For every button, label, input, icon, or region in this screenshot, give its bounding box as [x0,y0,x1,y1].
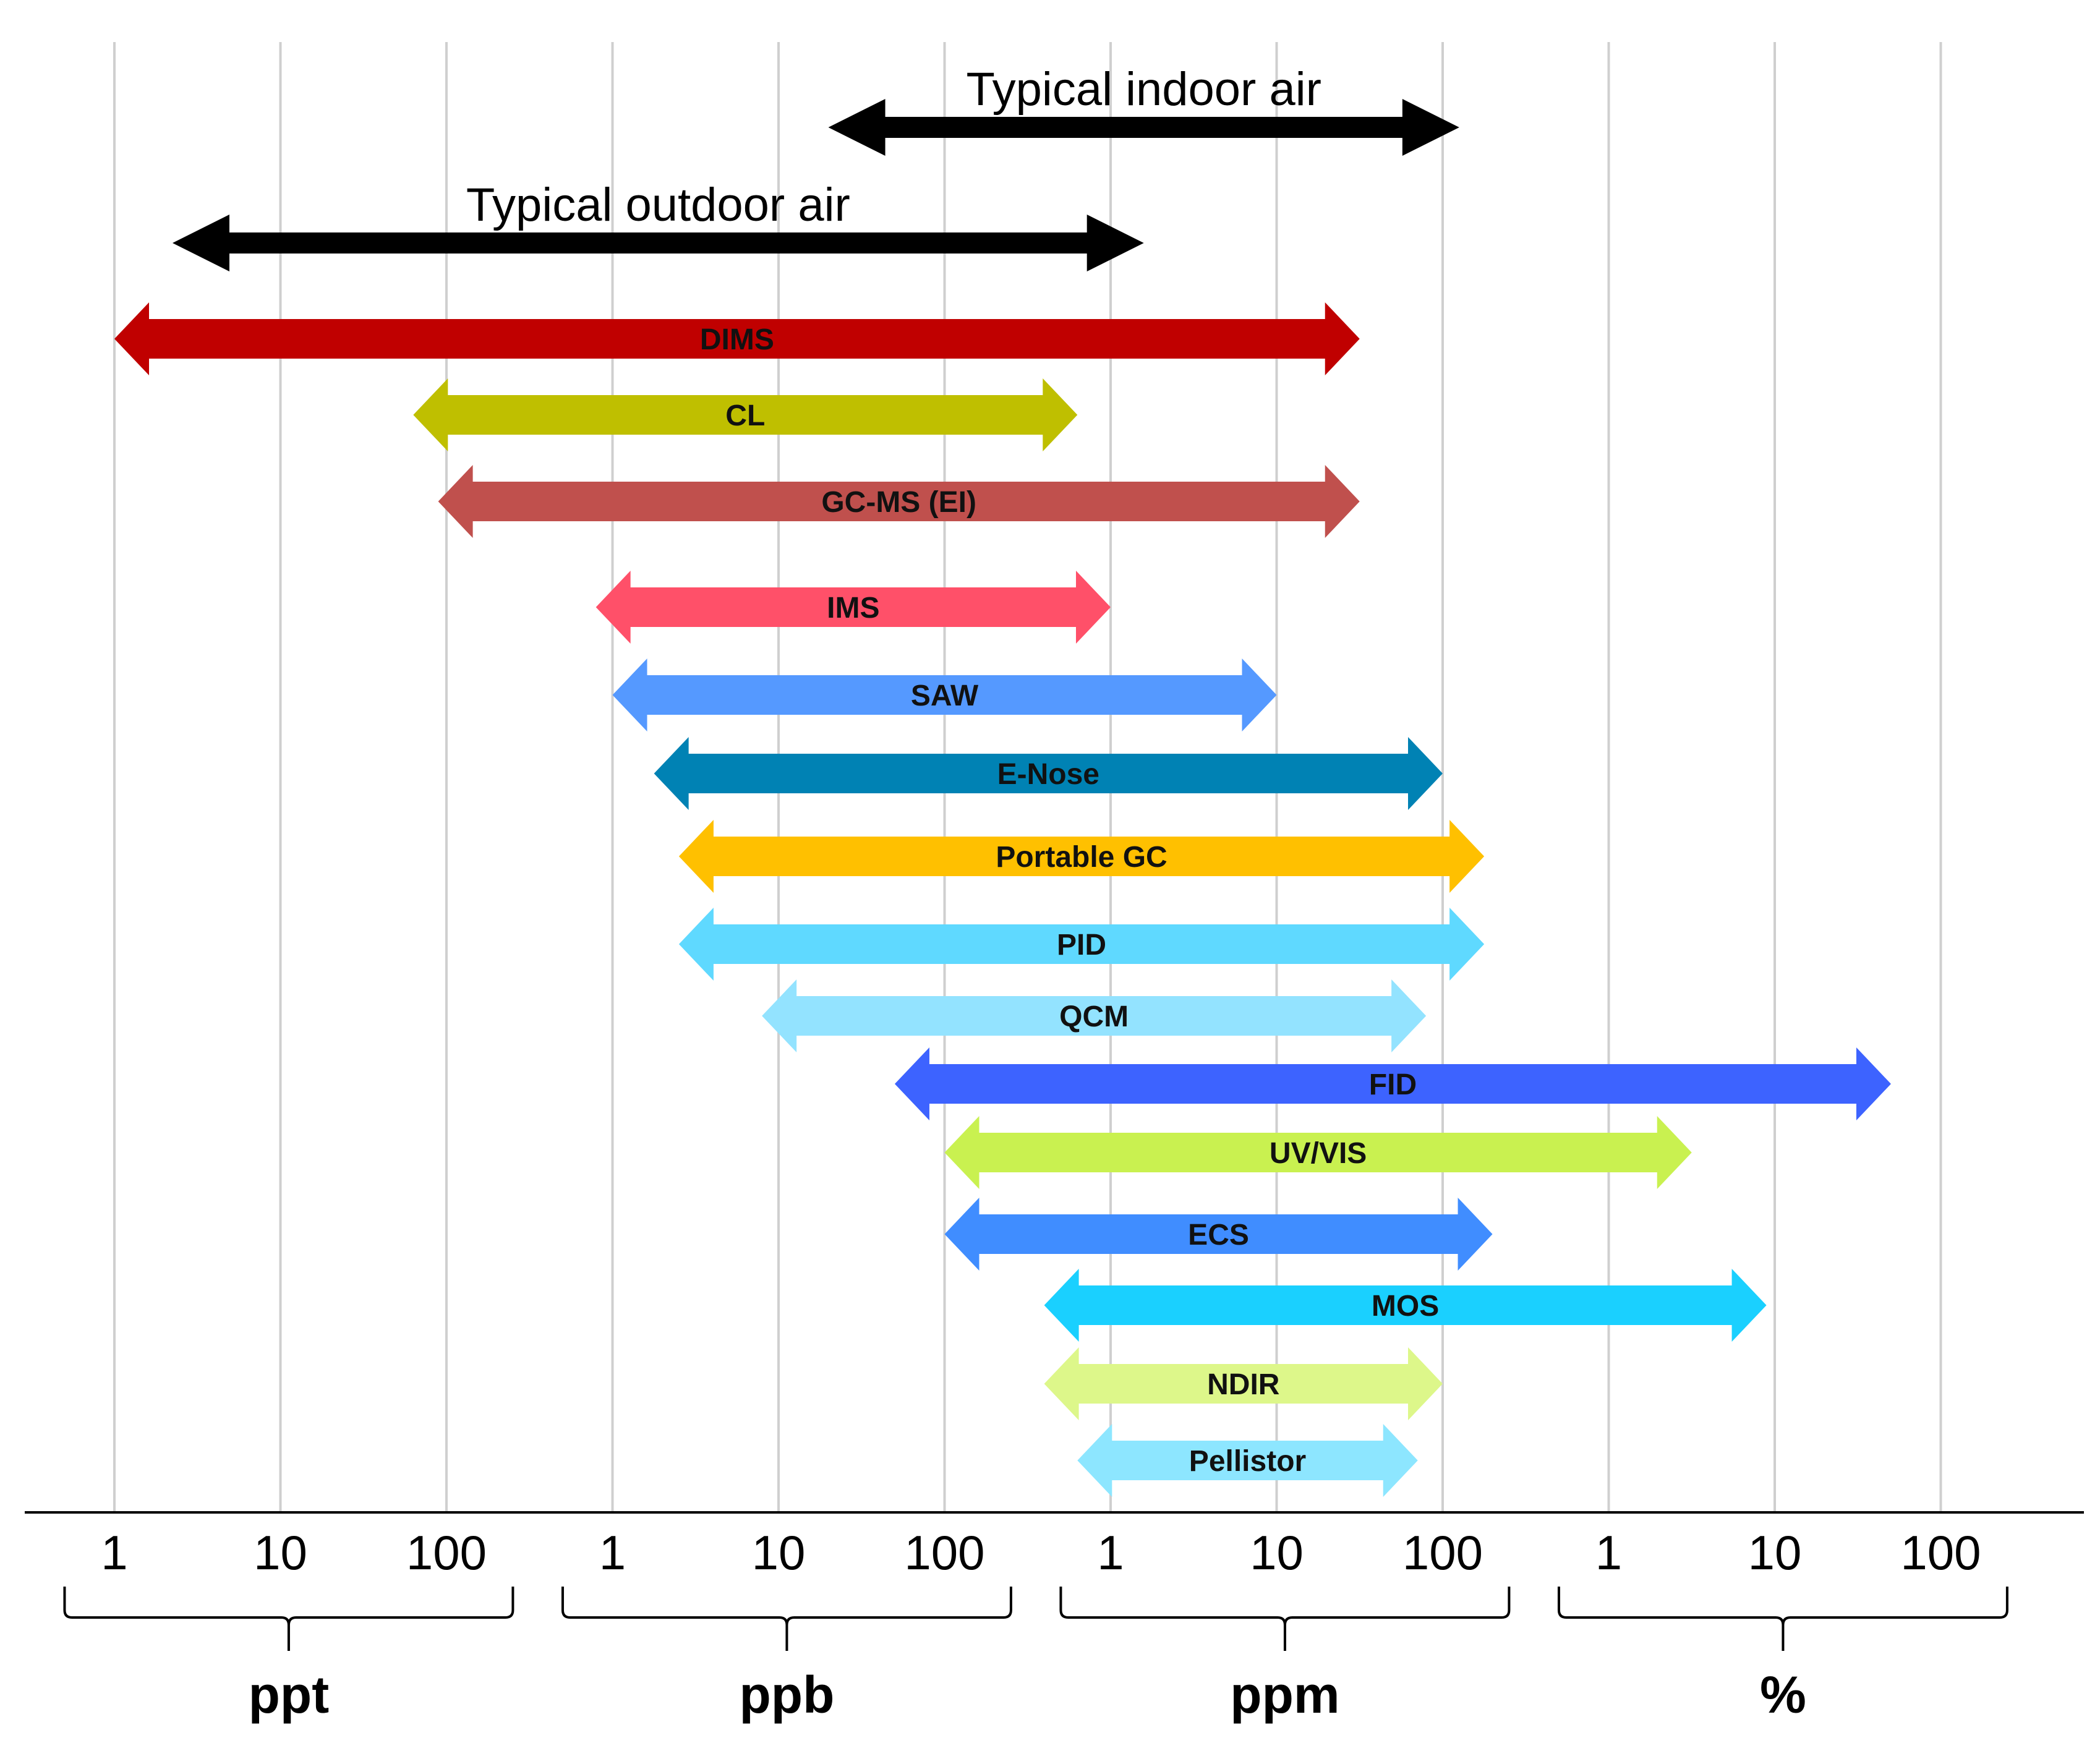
range-arrow [413,378,1078,451]
unit-groups: ppt ppb ppm% [63,1587,2008,1724]
unit-label: ppm [1230,1666,1339,1724]
bar-dims: DIMS [114,302,1360,375]
x-tick-label: 100 [406,1525,487,1580]
bar-ims: IMS [595,571,1111,644]
unit-group-ppt: ppt [63,1587,514,1724]
x-tick-label: 1 [599,1525,626,1580]
bar-label: CL [725,399,765,432]
bar-ecs: ECS [944,1198,1493,1271]
bar-label: Pellistor [1189,1445,1306,1478]
range-arrow [762,979,1427,1052]
range-arrow [114,302,1360,375]
reference-arrow [172,215,1144,271]
bar-label: NDIR [1207,1368,1279,1401]
bar-label: FID [1369,1068,1417,1101]
x-tick-label: 1 [101,1525,127,1580]
bar-label: IMS [827,592,879,624]
range-arrow [678,908,1485,981]
range-arrow [944,1116,1692,1189]
bar-label: QCM [1059,1000,1129,1033]
bar-label: ECS [1188,1219,1249,1251]
reference-arrow [828,99,1459,156]
x-tick-labels: 1 10 100 1 10 100 1 10 100 1 10 100 [101,1525,1981,1580]
range-arrow [678,820,1485,893]
bar-label: SAW [911,680,979,712]
x-tick-label: 10 [752,1525,806,1580]
x-tick-label: 100 [904,1525,984,1580]
bar-label: GC-MS (EI) [821,486,976,519]
range-arrow [944,1198,1493,1271]
bar-ndir: NDIR [1044,1347,1443,1420]
x-tick-label: 100 [1900,1525,1981,1580]
bar-pid: PID [678,908,1485,981]
unit-group-ppb: ppb [561,1587,1012,1724]
unit-group-ppm: ppm [1059,1587,1511,1724]
range-arrow [654,737,1443,810]
range-arrow [612,658,1277,731]
bar-uv-vis: UV/VIS [944,1116,1692,1189]
bar-saw: SAW [612,658,1277,731]
bar-portable-gc: Portable GC [678,820,1485,893]
bar-qcm: QCM [762,979,1427,1052]
bar-fid: FID [894,1047,1891,1120]
bar-label: E-Nose [997,758,1099,791]
range-arrow [595,571,1111,644]
range-arrow [438,465,1360,538]
range-arrow [1077,1424,1418,1497]
range-arrow [894,1047,1891,1120]
range-arrow [1044,1269,1767,1342]
unit-brace [1059,1587,1511,1651]
bar-gc-ms-ei: GC-MS (EI) [438,465,1360,538]
x-tick-label: 1 [1595,1525,1622,1580]
bar-label: UV/VIS [1270,1137,1367,1170]
range-arrow [1044,1347,1443,1420]
bar-label: Portable GC [996,841,1167,874]
unit-group-percent: % [1557,1587,2008,1724]
unit-brace [561,1587,1012,1651]
unit-label: ppb [739,1666,834,1724]
unit-brace [63,1587,514,1651]
x-tick-label: 10 [1748,1525,1802,1580]
bar-e-nose: E-Nose [654,737,1443,810]
reference-range-typical-outdoor-air: Typical outdoor air [172,179,1144,271]
unit-brace [1557,1587,2008,1651]
unit-label: % [1760,1666,1806,1724]
bar-mos: MOS [1044,1269,1767,1342]
bar-cl: CL [413,378,1078,451]
x-tick-label: 10 [1250,1525,1304,1580]
bar-label: MOS [1372,1290,1439,1323]
bar-label: PID [1057,929,1106,961]
x-tick-label: 100 [1402,1525,1483,1580]
reference-range-label: Typical outdoor air [466,179,850,231]
x-tick-label: 10 [254,1525,307,1580]
bar-pellistor: Pellistor [1077,1424,1418,1497]
unit-label: ppt [249,1666,330,1724]
x-tick-label: 1 [1097,1525,1124,1580]
reference-range-label: Typical indoor air [966,63,1321,116]
bar-label: DIMS [700,323,774,356]
reference-range-typical-indoor-air: Typical indoor air [828,63,1459,156]
